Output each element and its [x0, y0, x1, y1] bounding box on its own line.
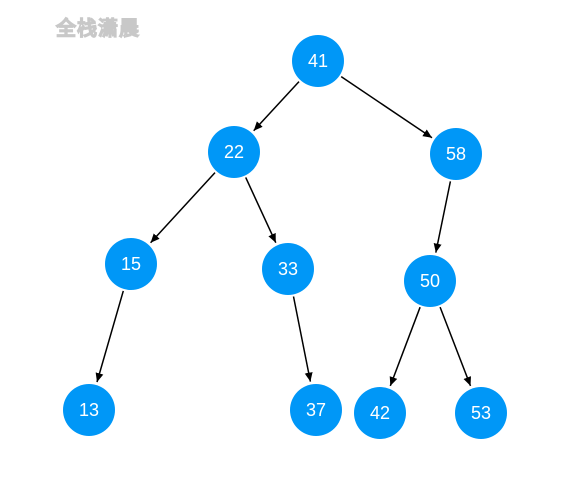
node-label: 42: [370, 403, 390, 423]
tree-node-53: 53: [455, 387, 507, 439]
node-circle: [208, 126, 260, 178]
node-circle: [262, 243, 314, 295]
node-circle: [430, 128, 482, 180]
node-label: 13: [79, 400, 99, 420]
node-circle: [292, 35, 344, 87]
watermark: 全栈潇晨: [56, 16, 140, 41]
tree-node-22: 22: [208, 126, 260, 178]
tree-node-50: 50: [404, 255, 456, 307]
node-label: 22: [224, 142, 244, 162]
node-circle: [404, 255, 456, 307]
node-label: 50: [420, 271, 440, 291]
edge-41-to-58: [340, 75, 433, 139]
node-label: 58: [446, 144, 466, 164]
edges-layer: [95, 75, 472, 387]
edge-22-to-33: [245, 177, 277, 244]
tree-node-15: 15: [105, 238, 157, 290]
node-label: 41: [308, 51, 328, 71]
node-circle: [354, 387, 406, 439]
node-circle: [455, 387, 507, 439]
tree-node-37: 37: [290, 384, 342, 436]
tree-node-42: 42: [354, 387, 406, 439]
edge-22-to-15: [150, 172, 216, 244]
edge-33-to-37: [292, 296, 313, 382]
node-label: 37: [306, 400, 326, 420]
nodes-layer: 41 22 58 15 33 50 13 37 42 53: [63, 35, 507, 439]
edge-50-to-53: [439, 306, 472, 387]
tree-node-33: 33: [262, 243, 314, 295]
node-label: 15: [121, 254, 141, 274]
edge-50-to-42: [389, 306, 421, 387]
tree-node-13: 13: [63, 384, 115, 436]
edge-41-to-22: [253, 81, 300, 132]
tree-node-41: 41: [292, 35, 344, 87]
node-label: 33: [278, 259, 298, 279]
node-label: 53: [471, 403, 491, 423]
tree-node-58: 58: [430, 128, 482, 180]
node-circle: [290, 384, 342, 436]
node-circle: [105, 238, 157, 290]
edge-15-to-13: [95, 290, 125, 383]
edge-58-to-50: [433, 181, 452, 253]
node-circle: [63, 384, 115, 436]
